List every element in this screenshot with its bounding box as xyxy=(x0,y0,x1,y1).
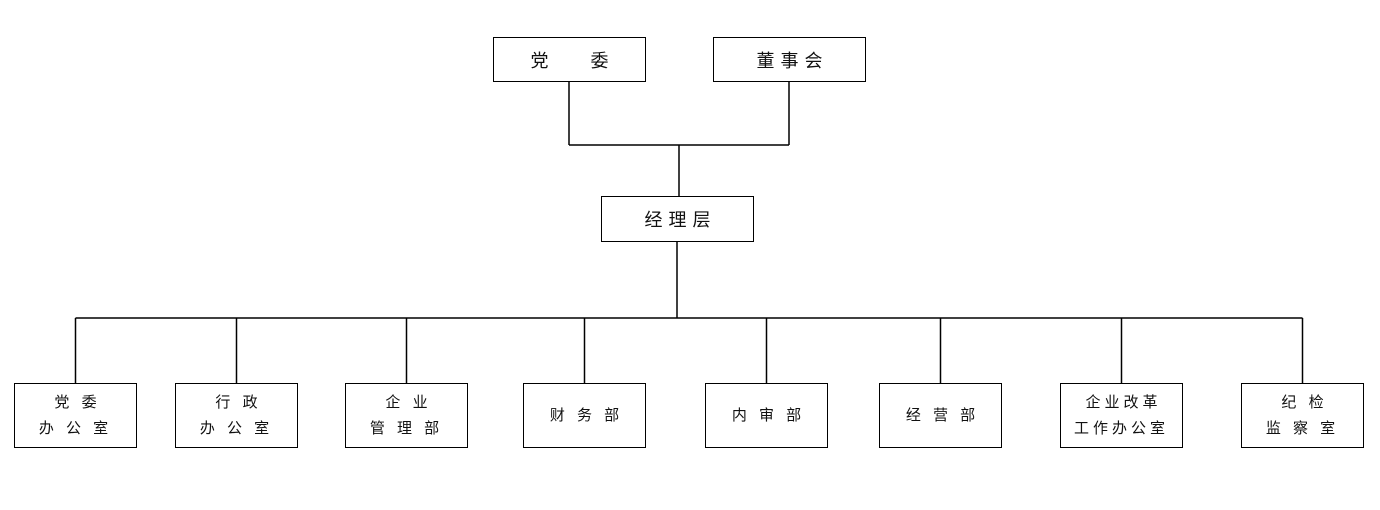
node-dept-finance: 财 务 部 xyxy=(523,383,646,448)
dept-party-office-label: 党 委 办 公 室 xyxy=(38,393,113,437)
dept-operations-label: 经 营 部 xyxy=(905,406,980,424)
dept-finance-label: 财 务 部 xyxy=(549,406,624,424)
node-dept-internal-audit: 内 审 部 xyxy=(705,383,828,448)
node-dept-enterprise-management: 企 业 管 理 部 xyxy=(345,383,468,448)
board-of-directors-label: 董事会 xyxy=(756,50,829,71)
node-dept-reform-office: 企业改革 工作办公室 xyxy=(1060,383,1183,448)
node-management-level: 经理层 xyxy=(601,196,754,242)
connector-path xyxy=(74,82,1304,383)
node-board-of-directors: 董事会 xyxy=(713,37,866,82)
management-level-label: 经理层 xyxy=(644,210,717,230)
dept-discipline-inspection-label: 纪 检 监 察 室 xyxy=(1265,393,1340,437)
dept-reform-office-label: 企业改革 工作办公室 xyxy=(1073,393,1169,437)
dept-admin-office-label: 行 政 办 公 室 xyxy=(199,393,274,437)
node-dept-operations: 经 营 部 xyxy=(879,383,1002,448)
node-dept-party-office: 党 委 办 公 室 xyxy=(14,383,137,448)
node-party-committee: 党 委 xyxy=(493,37,646,82)
node-dept-discipline-inspection: 纪 检 监 察 室 xyxy=(1241,383,1364,448)
dept-internal-audit-label: 内 审 部 xyxy=(731,406,806,424)
node-dept-admin-office: 行 政 办 公 室 xyxy=(175,383,298,448)
dept-enterprise-management-label: 企 业 管 理 部 xyxy=(369,393,444,437)
party-committee-label: 党 委 xyxy=(530,50,621,71)
